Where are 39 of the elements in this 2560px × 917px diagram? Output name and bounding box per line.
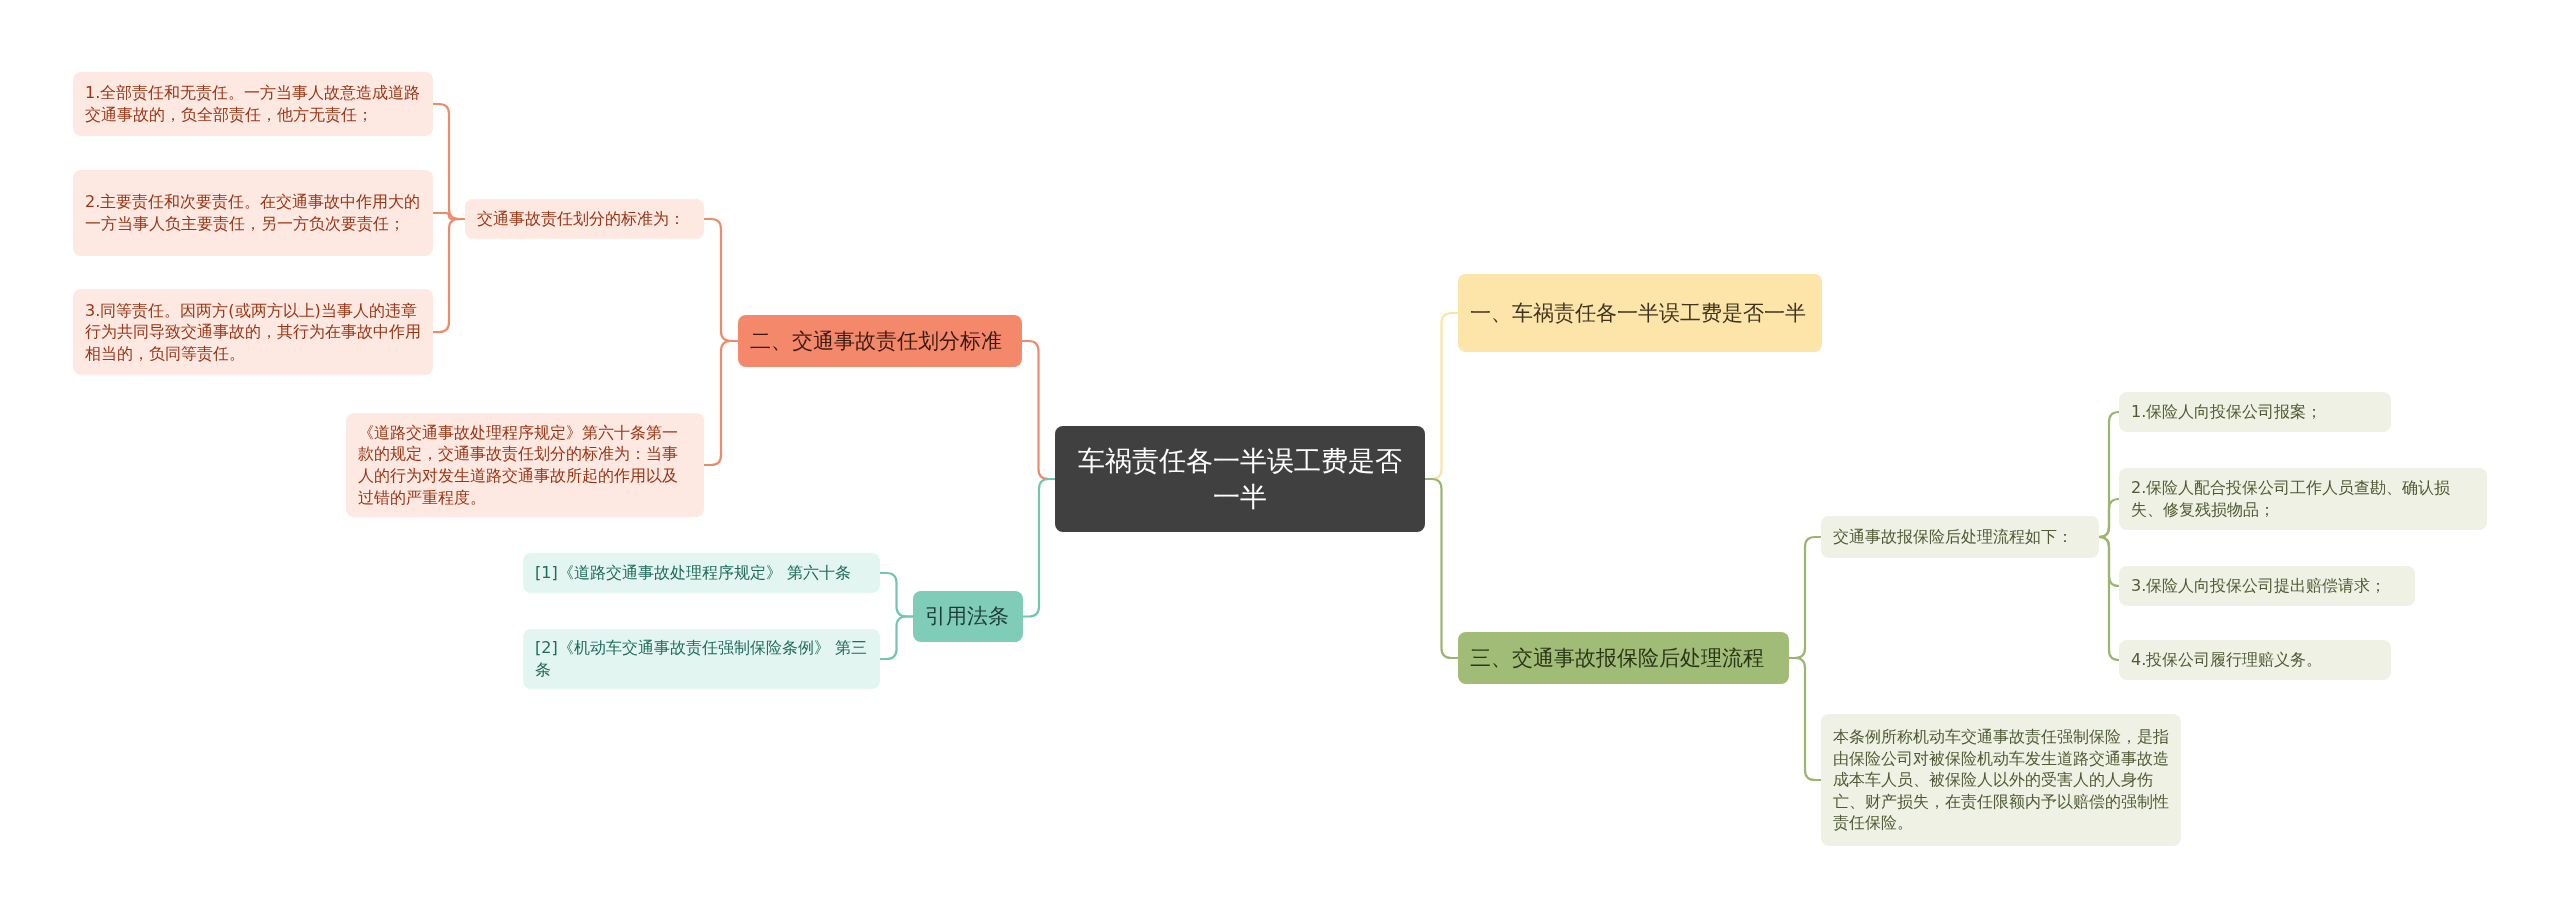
topic-text: 引用法条 bbox=[925, 603, 1009, 631]
central-topic-box bbox=[1055, 426, 1425, 532]
connector-line bbox=[2097, 535, 2121, 662]
topic-text: [2]《机动车交通事故责任强制保险条例》 第三条 bbox=[535, 637, 868, 681]
topic-box bbox=[73, 289, 433, 375]
topic-text: 本条例所称机动车交通事故责任强制保险，是指由保险公司对被保险机动车发生道路交通事故造成本车人员、被保险人以外的受害人的人身伤亡、财产损失，在责任限额内予以赔偿的强制性责任保险。 bbox=[1833, 726, 2169, 834]
topic-text: 3.保险人向投保公司提出赔偿请求； bbox=[2131, 575, 2387, 597]
topic-text: 交通事故责任划分的标准为： bbox=[477, 208, 685, 230]
topic-text: 一、车祸责任各一半误工费是否一半 bbox=[1470, 299, 1806, 327]
topic-box bbox=[346, 413, 704, 517]
connector-line bbox=[1425, 477, 1458, 660]
topic-box bbox=[73, 170, 433, 256]
topic-box bbox=[2119, 468, 2487, 530]
topic-text: 3.同等责任。因两方(或两方以上)当事人的违章行为共同导致交通事故的，其行为在事故中作用相当的，负同等责任。 bbox=[85, 299, 421, 365]
topic-text: 二、交通事故责任划分标准 bbox=[750, 327, 1002, 355]
topic-box bbox=[523, 629, 880, 689]
topic-text: 车祸责任各一半误工费是否一半 bbox=[1077, 443, 1403, 514]
topic-text: 2.保险人配合投保公司工作人员查勘、确认损失、修复残损物品； bbox=[2131, 477, 2452, 521]
topic-box bbox=[73, 72, 433, 136]
topic-box bbox=[2119, 640, 2391, 680]
topic-box bbox=[1458, 632, 1789, 684]
topic-text: 2.主要责任和次要责任。在交通事故中作用大的一方当事人负主要责任，另一方负次要责任； bbox=[85, 191, 421, 235]
topic-box bbox=[465, 199, 704, 239]
topic-box bbox=[2119, 566, 2415, 606]
topic-text: 4.投保公司履行理赔义务。 bbox=[2131, 649, 2323, 671]
topic-box bbox=[1821, 714, 2181, 846]
topic-box bbox=[1821, 516, 2099, 558]
topic-box bbox=[738, 315, 1022, 367]
topic-box bbox=[2119, 392, 2391, 432]
topic-text: [1]《道路交通事故处理程序规定》 第六十条 bbox=[535, 562, 851, 584]
topic-box bbox=[1458, 274, 1822, 352]
topic-text: 1.保险人向投保公司报案； bbox=[2131, 401, 2323, 423]
topic-box bbox=[913, 591, 1023, 642]
topic-text: 交通事故报保险后处理流程如下： bbox=[1833, 526, 2073, 548]
connector-line bbox=[880, 615, 913, 661]
topic-text: 三、交通事故报保险后处理流程 bbox=[1470, 644, 1764, 672]
topic-text: 1.全部责任和无责任。一方当事人故意造成道路交通事故的，负全部责任，他方无责任； bbox=[85, 82, 421, 126]
topic-text: 《道路交通事故处理程序规定》第六十条第一款的规定，交通事故责任划分的标准为：当事人的行为对发生道路交通事故所起的作用以及过错的严重程度。 bbox=[358, 421, 679, 509]
topic-box bbox=[523, 553, 880, 593]
